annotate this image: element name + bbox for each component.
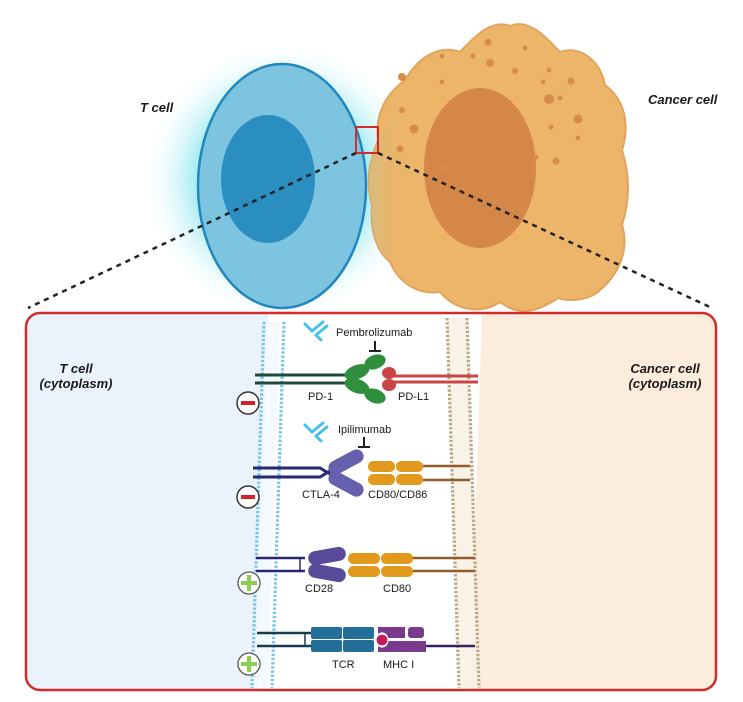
zoom-region-marker [355,126,379,154]
ligand-label-cd80: CD80 [383,583,411,595]
receptor-label-cd28: CD28 [305,583,333,595]
minus-circle-icon [236,391,260,415]
cancer-cell-cytoplasm-region [470,313,716,690]
zoom-line-right [377,151,713,310]
panel-border [24,311,718,692]
cancer-cell-label: Cancer cell [648,92,718,107]
inhibition-icon [358,437,370,448]
t-cytoplasm-label-1: T cell [59,361,93,376]
cancer-cytoplasm-label-1: Cancer cell [630,361,700,376]
tcr-receptor [311,627,374,652]
ctla4-cd80-interaction: Ipilimumab CTLA-4 CD80/CD86 [236,421,470,509]
t-cell-nucleus [221,115,315,243]
cd28-receptor [308,546,346,583]
ctla4-receptor [328,449,364,497]
inhibition-icon [369,341,381,352]
cancer-cell-granules [396,38,583,186]
t-cell-cytoplasm-region [26,313,268,690]
minus-circle-icon [236,485,260,509]
t-cell-label: T cell [140,100,174,115]
drug-label-pembrolizumab: Pembrolizumab [336,327,412,339]
plus-circle-icon [237,571,261,595]
receptor-label-pd1: PD-1 [308,391,333,403]
pd1-receptor [344,354,386,404]
cd80-cd86-ligand [368,461,423,485]
ligand-label-pdl1: PD-L1 [398,391,429,403]
plus-circle-icon [237,652,261,676]
cancer-cell-membrane [445,317,481,689]
zoom-panel [24,311,718,692]
cd80-ligand [348,553,413,577]
t-cell [142,40,422,320]
ipilimumab-antibody-icon [303,421,329,443]
mhc-i-ligand [378,627,426,652]
t-cytoplasm-label-2: (cytoplasm) [40,376,113,391]
pd1-pdl1-interaction: Pembrolizumab PD-1 PD-L1 [236,320,478,415]
tcr-mhc-interaction: TCR MHC I [237,627,475,676]
zoom-line-left [27,151,357,310]
ligand-label-cd80-cd86: CD80/CD86 [368,489,427,501]
cancer-cytoplasm-label-2: (cytoplasm) [629,376,702,391]
drug-label-ipilimumab: Ipilimumab [338,424,391,436]
receptor-label-ctla4: CTLA-4 [302,489,340,501]
cd28-cd80-interaction: CD28 CD80 [237,546,475,595]
pembrolizumab-antibody-icon [303,320,329,342]
ligand-label-mhc-i: MHC I [383,659,414,671]
receptor-label-tcr: TCR [332,659,355,671]
cancer-cell-nucleus [424,88,536,248]
antigen-peptide [375,633,389,647]
